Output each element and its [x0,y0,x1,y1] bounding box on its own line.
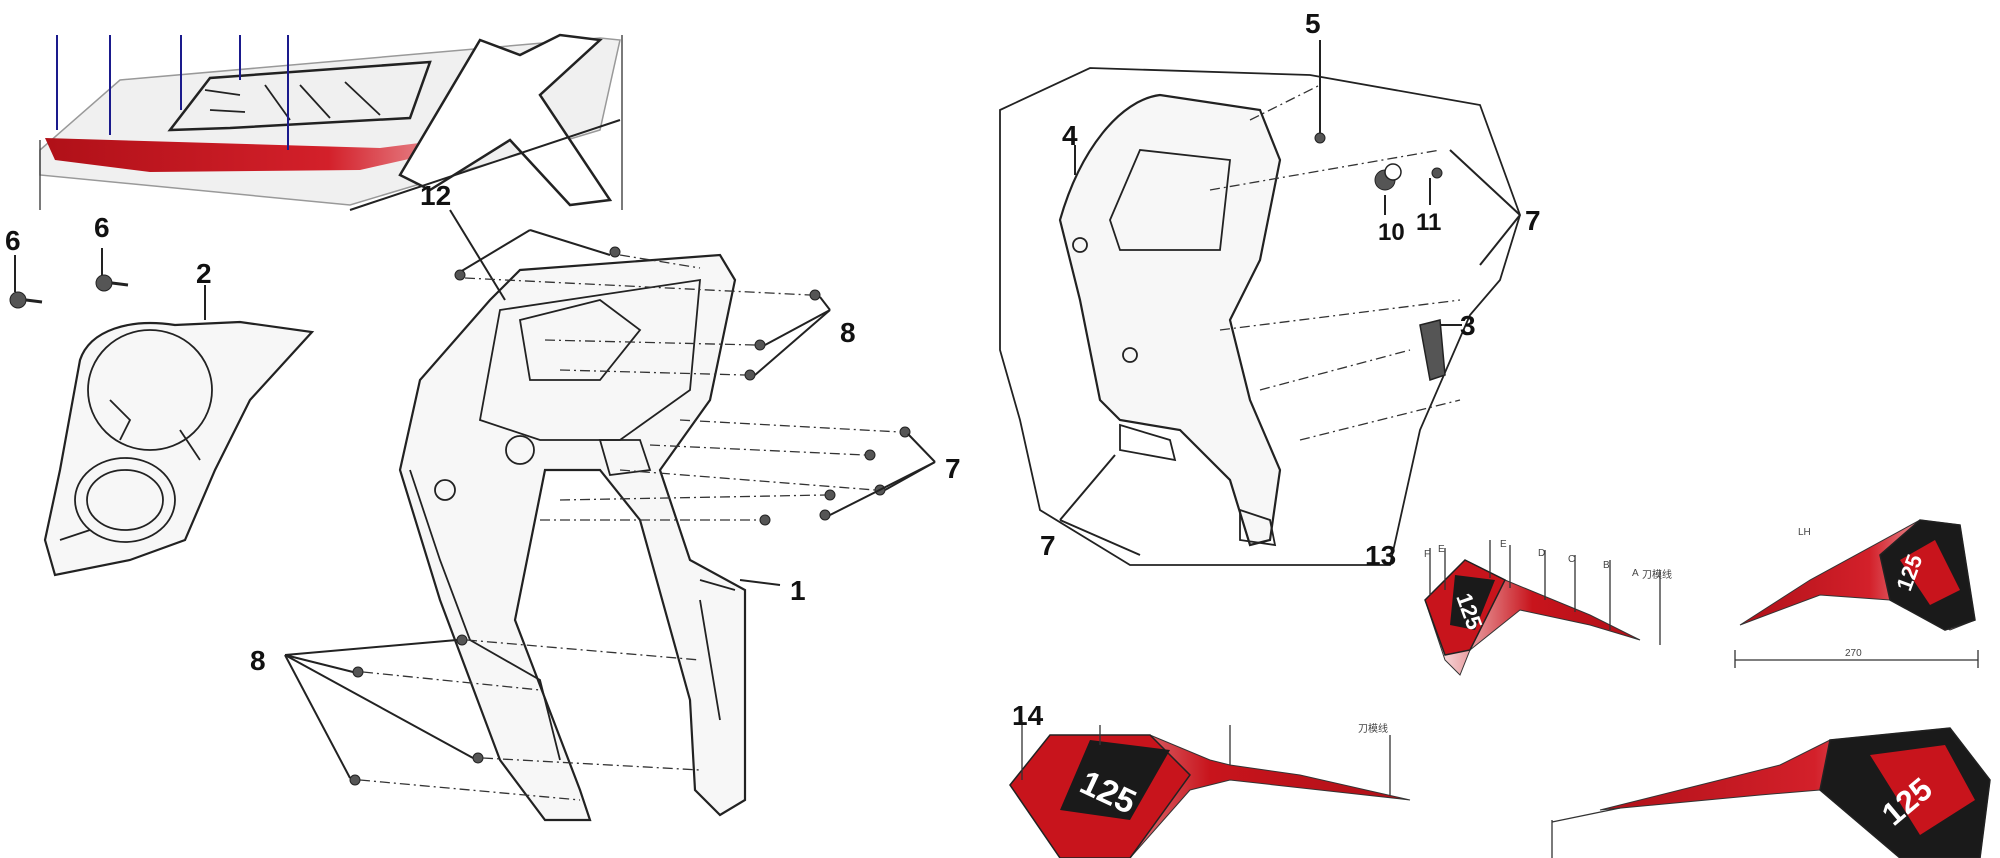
callout-1: 1 [790,575,806,606]
decal-13-tick-e1: E [1438,544,1445,555]
callout-13: 13 [1365,540,1396,571]
callout-2: 2 [196,258,212,289]
callout-7-right: 7 [1525,205,1541,236]
callout-6-right: 6 [94,212,110,243]
bolt-7-middle-group [540,419,936,526]
callout-10: 10 [1378,219,1405,246]
bolt-6-right [95,248,129,292]
callout-5: 5 [1305,8,1321,39]
callout-11: 11 [1416,209,1441,236]
decal-13-tick-d: D [1538,548,1545,559]
bolt-8-upper-group [454,246,831,381]
bolt-8-lower-group [284,634,701,801]
decal-13-right-side: 125 F E E D C B A 刀模线 [1424,539,1672,676]
grx-side-decal [39,33,623,211]
callout-8-lower: 8 [250,645,266,676]
decal-14-right-side: 125 刀模线 [1009,720,1411,858]
bolt-5 [1314,132,1326,144]
callout-8-upper: 8 [840,317,856,348]
clip-10 [1374,163,1402,215]
part-1-front-cover [398,253,747,822]
decal-13-tick-a: A [1632,568,1639,579]
decal-13-note: 刀模线 [1642,568,1672,581]
decal-14-note: 刀模线 [1358,722,1388,735]
decal-14-left-side: 125 [1551,727,1991,858]
callout-7-lower: 7 [1040,530,1056,561]
decal-13-tick-c: C [1568,554,1575,565]
decal-13-left-side: 125 270 LH [1734,519,1979,668]
part-3-bracket [1419,319,1462,381]
bolt-6-left [9,255,43,309]
callout-3: 3 [1460,310,1476,341]
decal-13b-header: LH [1798,527,1811,538]
decal-13b-dimension: 270 [1845,648,1862,659]
callout-7-middle: 7 [945,453,961,484]
decal-13-tick-e2: E [1500,539,1507,550]
part-2-headlight-panel [43,285,315,577]
callout-4: 4 [1062,120,1078,151]
part-4-inner-cover [999,67,1521,566]
decal-13-tick-b: B [1603,560,1610,571]
callout-6-left: 6 [5,225,21,256]
decal-13-tick-f: F [1424,549,1430,560]
nut-11 [1429,167,1443,205]
callout-12: 12 [420,180,451,211]
callout-14: 14 [1012,700,1044,731]
